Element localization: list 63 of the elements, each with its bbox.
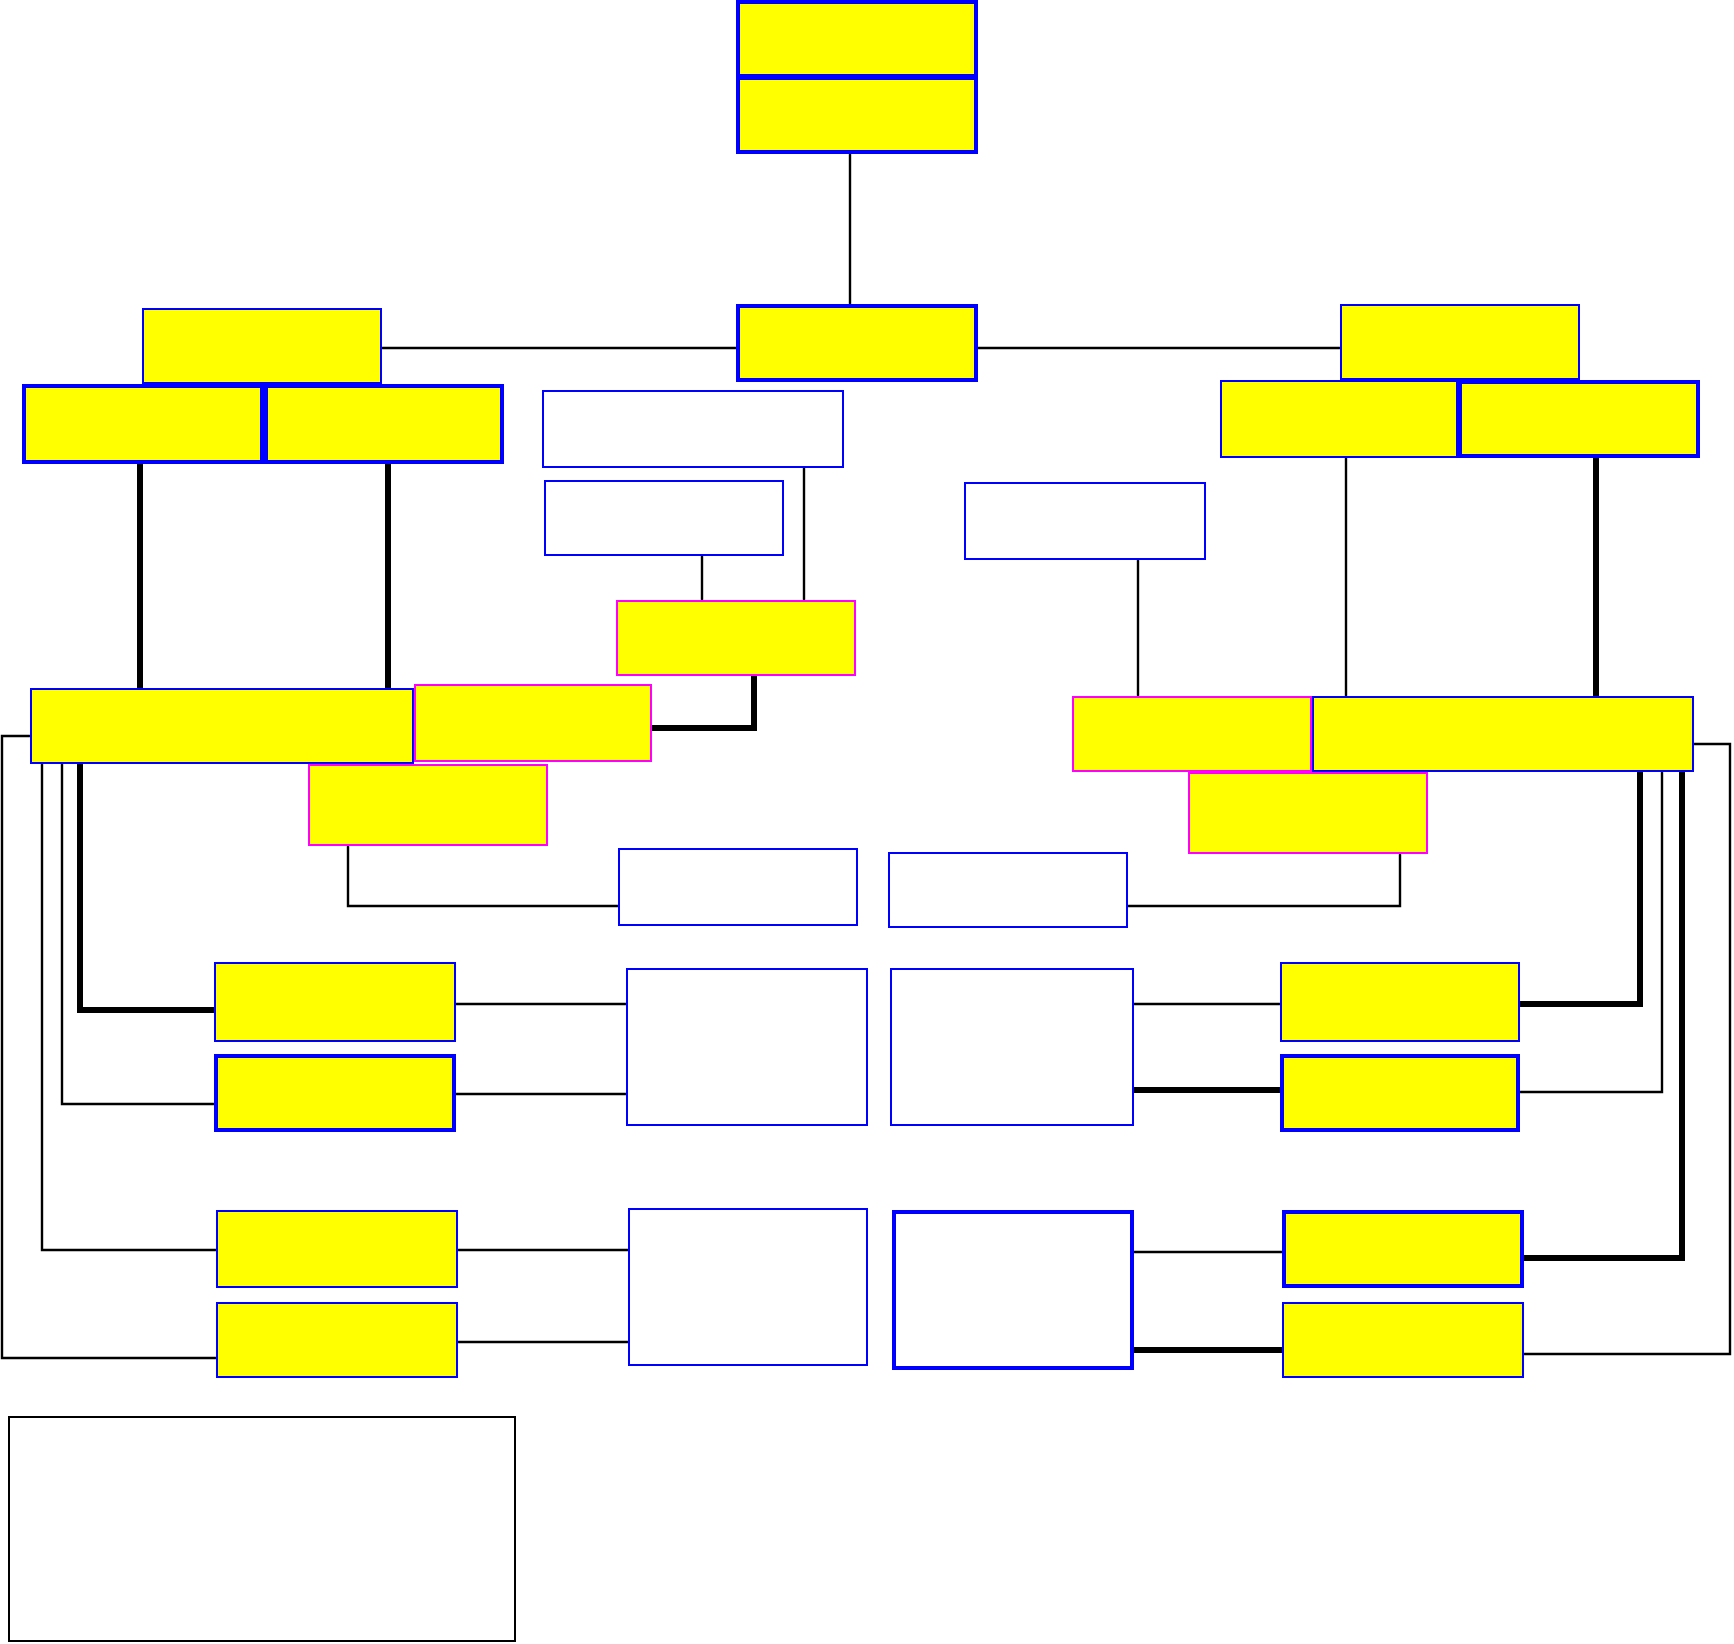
connector-line <box>700 556 704 600</box>
process-box <box>736 304 978 382</box>
process-box <box>142 308 382 384</box>
outline-box <box>964 482 1206 560</box>
highlighted-box <box>1188 772 1428 854</box>
connector-line <box>40 764 216 1252</box>
process-box <box>736 76 978 154</box>
process-box <box>1280 1054 1520 1132</box>
process-box <box>264 384 504 464</box>
process-box <box>1458 380 1700 458</box>
outline-box <box>542 390 844 468</box>
process-box <box>216 1210 458 1288</box>
connector-line <box>346 846 618 908</box>
process-box <box>1282 1210 1524 1288</box>
connector-line <box>1134 1002 1280 1006</box>
process-box <box>1340 304 1580 380</box>
outline-box <box>890 968 1134 1126</box>
connector-line <box>1593 458 1599 696</box>
process-box <box>1220 380 1458 458</box>
connector-line <box>458 1340 628 1344</box>
process-box <box>30 688 414 764</box>
connector-line <box>848 154 852 304</box>
outline-box <box>626 968 868 1126</box>
connector-line <box>458 1248 628 1252</box>
process-box <box>1312 696 1694 772</box>
connector-line <box>1134 1250 1282 1254</box>
connector-line <box>1524 742 1732 1356</box>
connector-line <box>1134 1347 1282 1353</box>
outline-box <box>544 480 784 556</box>
highlighted-box <box>414 684 652 762</box>
highlighted-box <box>616 600 856 676</box>
process-box <box>1280 962 1520 1042</box>
connector-line <box>1524 772 1685 1261</box>
connector-line <box>1344 458 1348 696</box>
connector-line <box>385 464 391 688</box>
process-box <box>736 0 978 78</box>
connector-line <box>60 764 214 1106</box>
connector-line <box>456 1092 626 1096</box>
connector-line <box>1136 560 1140 696</box>
connector-line <box>978 346 1340 350</box>
connector-line <box>137 464 143 688</box>
process-box <box>214 962 456 1042</box>
connector-line <box>1520 772 1664 1094</box>
process-box <box>216 1302 458 1378</box>
connector-line <box>652 676 757 731</box>
connector-line <box>1128 854 1402 908</box>
highlighted-box <box>308 764 548 846</box>
process-box <box>214 1054 456 1132</box>
highlighted-box <box>1072 696 1312 772</box>
outline-box <box>892 1210 1134 1370</box>
connector-line <box>382 346 736 350</box>
outline-box <box>888 852 1128 928</box>
outline-box <box>618 848 858 926</box>
connector-line <box>1134 1087 1280 1093</box>
connector-line <box>456 1002 626 1006</box>
process-box <box>1282 1302 1524 1378</box>
connector-line <box>77 764 214 1013</box>
connector-line <box>1520 772 1643 1007</box>
outline-box <box>628 1208 868 1366</box>
connector-line <box>802 468 806 600</box>
note-box <box>8 1416 516 1642</box>
process-box <box>22 384 264 464</box>
connector-line <box>0 734 216 1360</box>
